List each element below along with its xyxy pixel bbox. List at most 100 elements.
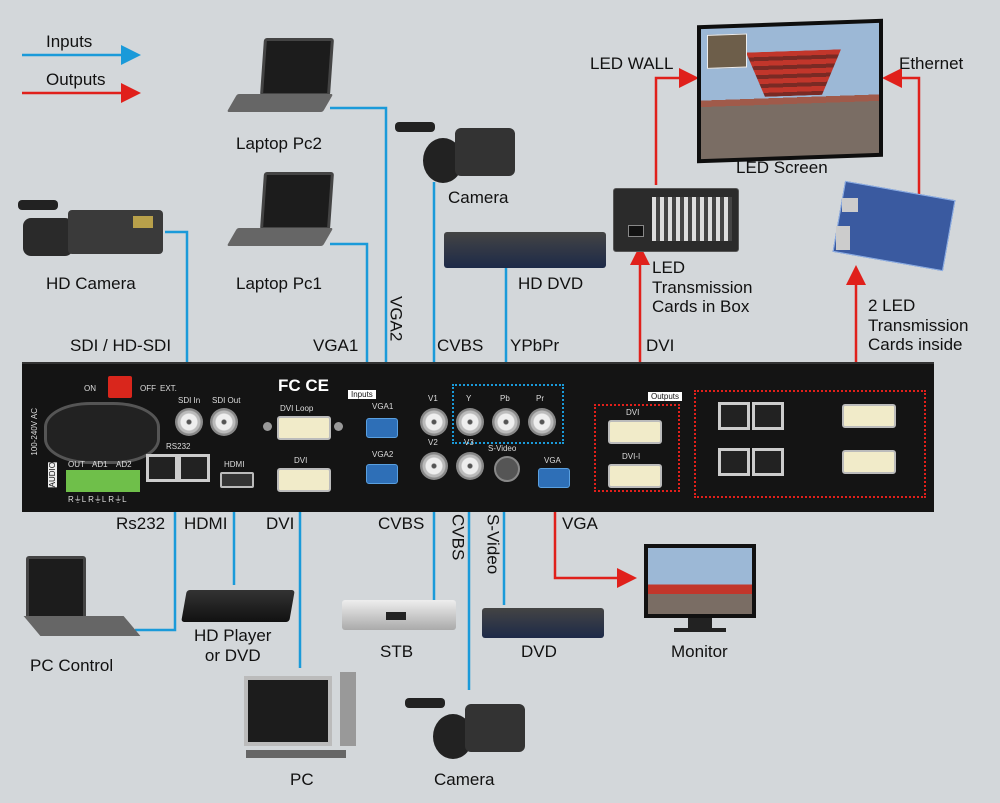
pc-icon (240, 672, 360, 760)
ethernet-port[interactable] (718, 402, 750, 430)
hd-player-label: HD Player or DVD (194, 626, 272, 665)
stb-label: STB (380, 642, 414, 661)
certification-marks: FC CE (278, 376, 329, 395)
led-screen-label: LED Screen (736, 158, 828, 177)
audio-ad1-label: AD1 (92, 460, 108, 469)
laptop-pc2-label: Laptop Pc2 (236, 134, 323, 153)
power-off-label: OFF (140, 384, 156, 393)
svideo-port[interactable] (494, 456, 520, 482)
audio-out-label: OUT (68, 460, 85, 469)
pb-port[interactable] (492, 408, 520, 436)
label-ypbpr: YPbPr (510, 336, 560, 355)
led-transmission-cards-label: 2 LED Transmission Cards inside (868, 296, 969, 355)
wire-led-wall (654, 68, 699, 185)
vga-out-port-label: VGA (544, 456, 561, 465)
vga2-port[interactable] (366, 464, 398, 484)
camera-bottom-label: Camera (434, 770, 495, 789)
rs232-loop-port[interactable] (178, 454, 210, 482)
y-port[interactable] (456, 408, 484, 436)
led-transmission-box-icon (613, 188, 739, 252)
v2-port[interactable] (420, 452, 448, 480)
v2-label: V2 (428, 438, 438, 447)
v1-port[interactable] (420, 408, 448, 436)
dvi-out-port[interactable] (608, 420, 662, 444)
hd-dvd-icon (444, 232, 606, 268)
legend-inputs-label: Inputs (46, 32, 93, 51)
sdi-out-port[interactable] (210, 408, 238, 436)
pr-label: Pr (536, 394, 544, 403)
pr-port[interactable] (528, 408, 556, 436)
ethernet-port[interactable] (752, 402, 784, 430)
v3-port[interactable] (456, 452, 484, 480)
pc-label: PC (290, 770, 314, 789)
hd-camera-label: HD Camera (46, 274, 136, 293)
pc-control-label: PC Control (30, 656, 114, 675)
ethernet-port[interactable] (718, 448, 750, 476)
camera-bottom-icon (405, 684, 535, 764)
audio-ad2-label: AD2 (116, 460, 132, 469)
label-cvbs-top: CVBS (437, 336, 484, 355)
card-dvi-port[interactable] (842, 450, 896, 474)
label-led-wall: LED WALL (590, 54, 674, 73)
dvi-i-port-label: DVI-I (622, 452, 641, 461)
dvi-out-port-label: DVI (626, 408, 640, 417)
vga-out-port[interactable] (538, 468, 570, 488)
voltage-label: 100-240V AC (30, 408, 39, 456)
sdi-out-label: SDI Out (212, 396, 241, 405)
sdi-in-port[interactable] (175, 408, 203, 436)
camera-top-icon (395, 108, 525, 183)
dvi-in-port[interactable] (277, 468, 331, 492)
camera-top-label: Camera (448, 188, 509, 207)
label-svideo: S-Video (483, 514, 503, 575)
v1-label: V1 (428, 394, 438, 403)
dvi-loop-port[interactable] (277, 416, 331, 440)
vga1-port[interactable] (366, 418, 398, 438)
card-dvi-port[interactable] (842, 404, 896, 428)
label-dvi-in: DVI (266, 514, 295, 533)
dvi-loop-label: DVI Loop (280, 404, 314, 413)
label-vga2: VGA2 (386, 296, 406, 342)
hd-dvd-label: HD DVD (518, 274, 584, 293)
dvi-in-port-label: DVI (294, 456, 308, 465)
power-socket[interactable] (44, 402, 160, 464)
led-cards-outline (694, 390, 926, 498)
dvi-outputs-outline (594, 404, 680, 492)
vga1-port-label: VGA1 (372, 402, 394, 411)
rs232-label: RS232 (166, 442, 191, 451)
label-sdi: SDI / HD-SDI (70, 336, 172, 355)
screw (334, 422, 343, 431)
ypbpr-group-outline (452, 384, 564, 444)
label-vga1: VGA1 (313, 336, 359, 355)
pc-control-icon (22, 556, 141, 640)
monitor-icon (644, 544, 764, 636)
dvi-i-port[interactable] (608, 464, 662, 488)
label-ethernet: Ethernet (899, 54, 964, 73)
ext-label: EXT. (160, 384, 177, 393)
svideo-port-label: S-Video (488, 444, 517, 453)
ethernet-port[interactable] (752, 448, 784, 476)
monitor-label: Monitor (671, 642, 728, 661)
hd-player-icon (181, 590, 295, 622)
audio-terminal-block[interactable] (66, 470, 140, 492)
vga2-port-label: VGA2 (372, 450, 394, 459)
rs232-in-port[interactable] (146, 454, 178, 482)
led-transmission-box-label: LED Transmission Cards in Box (652, 258, 753, 317)
y-label: Y (466, 394, 472, 403)
hdmi-port[interactable] (220, 472, 254, 488)
hdmi-port-label: HDMI (224, 460, 245, 469)
wire-vga2 (330, 106, 396, 410)
power-switch[interactable] (108, 376, 132, 398)
led-transmission-card-icon (832, 180, 958, 272)
wire-ethernet (882, 68, 921, 196)
outputs-tag: Outputs (648, 392, 683, 401)
laptop-pc2-icon (226, 38, 335, 118)
label-vga-out: VGA (562, 514, 598, 533)
label-cvbs-b1: CVBS (378, 514, 425, 533)
label-cvbs-b2: CVBS (448, 514, 468, 561)
stb-icon (342, 600, 456, 630)
v3-label: V3 (464, 438, 474, 447)
pb-label: Pb (500, 394, 510, 403)
audio-pins-label: R⏚L R⏚L R⏚L (68, 495, 127, 504)
power-on-label: ON (84, 384, 96, 393)
dvd-label: DVD (521, 642, 557, 661)
